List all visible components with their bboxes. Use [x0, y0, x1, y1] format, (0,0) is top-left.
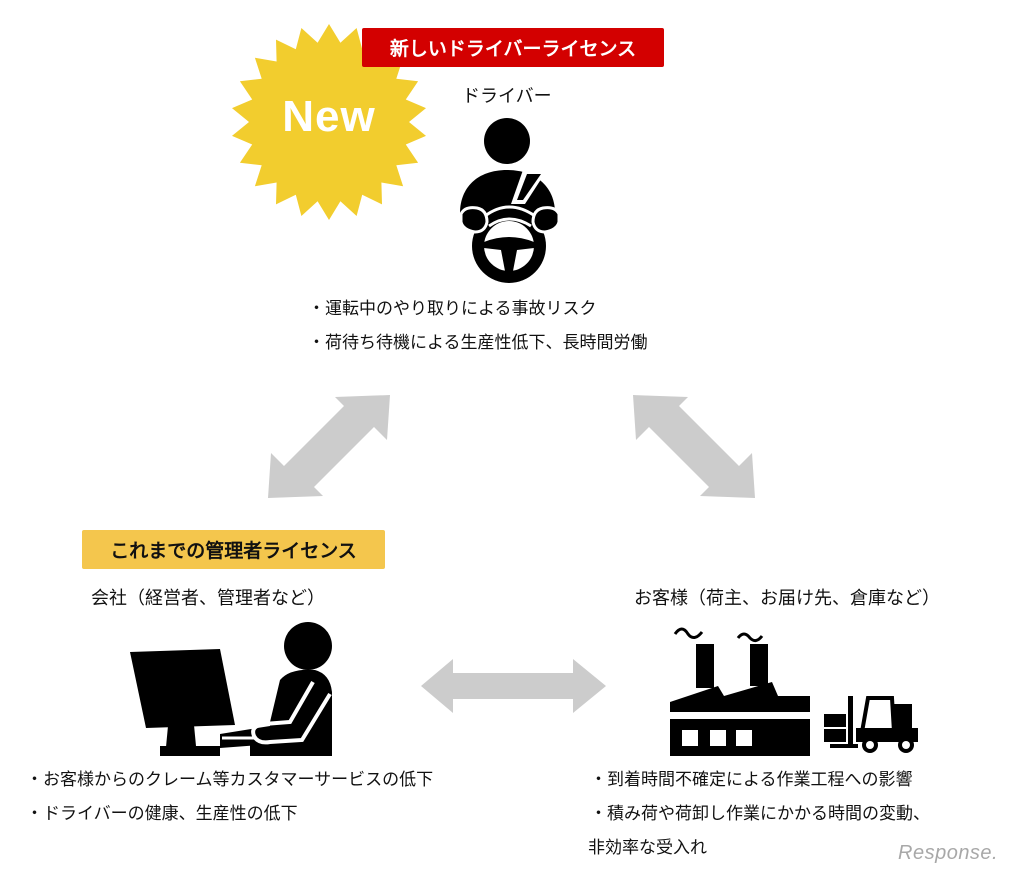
driver-issues-list: ・運転中のやり取りによる事故リスク ・荷待ち待機による生産性低下、長時間労働	[308, 292, 648, 360]
driver-title: ドライバー	[462, 86, 552, 107]
starburst-shape	[232, 24, 426, 220]
company-issue-item: ・お客様からのクレーム等カスタマーサービスの低下	[26, 770, 434, 790]
starburst-icon	[232, 24, 426, 220]
bidirectional-arrow-driver-customer	[633, 395, 755, 498]
customer-issue-item: ・到着時間不確定による作業工程への影響	[590, 770, 913, 790]
driver-issue-item: ・荷待ち待機による生産性低下、長時間労働	[308, 333, 648, 353]
office-worker-computer-icon	[130, 622, 332, 756]
response-logo: Response.	[898, 842, 999, 864]
company-issue-item: ・ドライバーの健康、生産性の低下	[26, 804, 298, 824]
bidirectional-arrow-company-customer	[421, 659, 606, 713]
arrow-shape	[421, 659, 606, 713]
customer-issue-item: ・積み荷や荷卸し作業にかかる時間の変動、	[590, 804, 930, 824]
company-issues-list: ・お客様からのクレーム等カスタマーサービスの低下 ・ドライバーの健康、生産性の低…	[26, 763, 433, 831]
forklift-icon	[824, 696, 918, 753]
driver-issue-item: ・運転中のやり取りによる事故リスク	[308, 299, 597, 319]
old-license-banner: これまでの管理者ライセンス	[82, 530, 385, 569]
customer-issue-item: 非効率な受入れ	[588, 838, 707, 858]
new-badge-text: New	[282, 92, 376, 141]
new-license-banner: 新しいドライバーライセンス	[362, 28, 664, 67]
factory-icon	[670, 627, 810, 756]
company-title: 会社（経営者、管理者など）	[91, 588, 325, 609]
customer-issues-list: ・到着時間不確定による作業工程への影響 ・積み荷や荷卸し作業にかかる時間の変動、…	[588, 763, 930, 865]
driver-steering-wheel-icon	[459, 118, 561, 283]
bidirectional-arrow-driver-company	[268, 395, 390, 498]
customer-title: お客様（荷主、お届け先、倉庫など）	[634, 588, 940, 609]
arrow-shape	[268, 395, 390, 498]
arrow-shape	[633, 395, 755, 498]
